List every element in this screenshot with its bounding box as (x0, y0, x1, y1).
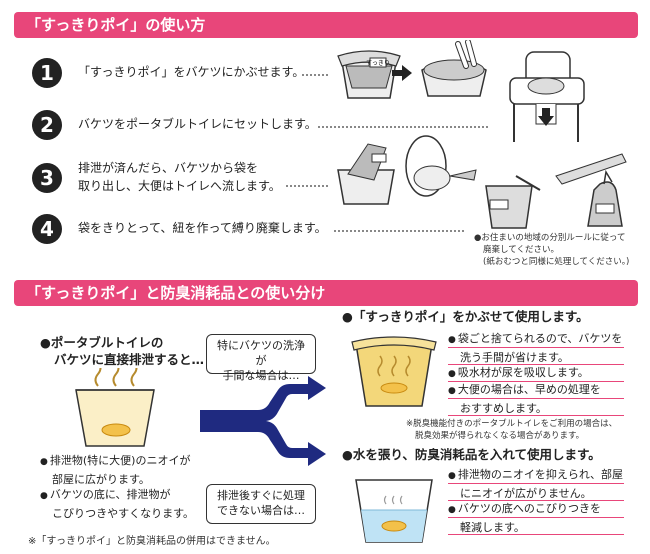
step-1-line-1: 「すっきりポイ」をバケツにかぶせます。 (78, 65, 305, 79)
flush-toilet-illustration (405, 135, 477, 197)
right-top-rule-1 (448, 347, 624, 348)
step-4-line-1: 袋をきりとって、紐を作って縛り廃棄します。 (78, 221, 327, 235)
step-1-dots (302, 74, 328, 76)
right-bottom-rule-3 (448, 517, 624, 518)
right-bottom-bullet-1-line-2: にニオイが広がりません。 (460, 487, 592, 500)
right-top-heading: ●「すっきりポイ」をかぶせて使用します。 (342, 309, 589, 324)
disposal-note: ●お住まいの地域の分別ルールに従って 廃棄してください。 (紙おむつと同様に処理… (474, 232, 629, 268)
right-top-bullet-3-line-2: おすすめします。 (460, 402, 547, 415)
left-bullet-2-line-1: バケツの底に、排泄物が (49, 488, 171, 501)
section-how-to-use-banner: 「すっきりポイ」の使い方 (14, 12, 638, 38)
deodorizer-note-line-1: ※脱臭機能付きのポータブルトイレをご利用の場合は、 (406, 419, 618, 429)
bucket-with-bag-illustration (351, 336, 437, 407)
disposal-note-line-2: 廃棄してください。 (483, 245, 559, 255)
left-bullet-2: バケツの底に、排泄物が こびりつきやすくなります。 (40, 486, 194, 522)
left-heading-line-2: バケツに直接排泄すると… (54, 352, 205, 367)
step-3-line-2: 取り出し、大便はトイレへ流します。 (78, 179, 281, 193)
right-top-rule-3 (448, 381, 624, 382)
right-top-bullet-3: 大便の場合は、早めの処理を おすすめします。 (448, 381, 601, 417)
split-arrow-icon (200, 376, 326, 466)
bucket-with-water-illustration (355, 479, 433, 543)
step-1-text: 「すっきりポイ」をバケツにかぶせます。 (78, 63, 304, 81)
deodorizer-note: ※脱臭機能付きのポータブルトイレをご利用の場合は、 脱臭効果が得られなくなる場合… (406, 418, 617, 442)
right-top-bullet-2: 吸水材が尿を吸収します。 (448, 364, 589, 383)
right-top-bullet-3-line-1: 大便の場合は、早めの処理を (457, 383, 601, 396)
step-1-number: 1 (32, 58, 62, 88)
right-bottom-bullet-2: バケツの底へのこびりつきを 軽減します。 (448, 500, 601, 536)
step-2-dots (318, 126, 488, 128)
section-comparison-banner: 「すっきりポイ」と防臭消耗品との使い分け (14, 280, 638, 306)
right-top-rule-2 (448, 364, 624, 365)
step-2-line-1: バケツをポータブルトイレにセットします。 (78, 117, 317, 131)
disposal-note-line-1: ●お住まいの地域の分別ルールに従って (474, 233, 626, 243)
portable-toilet-chair-illustration (509, 51, 585, 142)
step-4-number: 4 (32, 214, 62, 244)
callout-cannot-process-soon: 排泄後すぐに処理 できない場合は… (206, 484, 316, 524)
bag-on-bucket-illustration: すっきり (337, 50, 401, 99)
step-2-number: 2 (32, 110, 62, 140)
left-heading-line-1: ●ポータブルトイレの (40, 335, 164, 350)
right-top-bullet-1-line-2: 洗う手間が省けます。 (460, 351, 569, 364)
right-bottom-heading: ●水を張り、防臭消耗品を入れて使用します。 (342, 447, 601, 462)
callout-washing-hassle: 特にバケツの洗浄が 手間な場合は… (206, 334, 316, 382)
left-bullet-1-line-1: 排泄物(特に大便)のニオイが (49, 454, 191, 467)
right-top-rule-5 (448, 415, 624, 416)
footnote: ※「すっきりポイ」と防臭消耗品の併用はできません。 (28, 536, 276, 547)
right-bottom-bullet-2-line-2: 軽減します。 (460, 521, 525, 534)
step-3-dots (286, 185, 328, 187)
callout-bottom-line-1: 排泄後すぐに処理 (217, 489, 305, 502)
right-bottom-bullet-1: 排泄物のニオイを抑えられ、部屋 にニオイが広がりません。 (448, 466, 623, 502)
callout-bottom-line-2: できない場合は… (217, 504, 305, 517)
tied-bag-illustration (555, 153, 627, 227)
disposal-note-line-3: (紙おむつと同様に処理してください。) (483, 257, 630, 267)
bag-label: すっきり (366, 60, 390, 67)
right-top-bullet-1: 袋ごと捨てられるので、バケツを 洗う手間が省けます。 (448, 330, 622, 366)
bucket-direct-use-illustration (75, 368, 155, 447)
right-bottom-rule-4 (448, 534, 624, 535)
arrow-right-icon (392, 65, 412, 81)
step-2-text: バケツをポータブルトイレにセットします。 (78, 115, 317, 133)
hands-fitting-bag-illustration (421, 40, 487, 97)
step-4-dots (334, 230, 464, 232)
left-bullet-1-line-2: 部屋に広がります。 (52, 473, 150, 486)
step-3-line-1: 排泄が済んだら、バケツから袋を (78, 161, 259, 175)
bag-cutting-illustration (485, 175, 541, 229)
callout-top-line-1: 特にバケツの洗浄が (217, 339, 305, 367)
right-top-rule-4 (448, 398, 624, 399)
right-bottom-rule-1 (448, 483, 624, 484)
left-bullet-1: 排泄物(特に大便)のニオイが 部屋に広がります。 (40, 452, 190, 488)
right-top-bullet-1-line-1: 袋ごと捨てられるので、バケツを (457, 332, 623, 345)
left-heading: ●ポータブルトイレの バケツに直接排泄すると… (40, 334, 204, 368)
left-bullet-2-line-2: こびりつきやすくなります。 (52, 507, 195, 520)
right-bottom-rule-2 (448, 500, 624, 501)
right-bottom-bullet-1-line-1: 排泄物のニオイを抑えられ、部屋 (457, 468, 623, 481)
right-bottom-bullet-2-line-1: バケツの底へのこびりつきを (457, 502, 601, 515)
step-3-text: 排泄が済んだら、バケツから袋を 取り出し、大便はトイレへ流します。 (78, 159, 281, 195)
step-4-text: 袋をきりとって、紐を作って縛り廃棄します。 (78, 219, 327, 237)
deodorizer-note-line-2: 脱臭効果が得られなくなる場合があります。 (415, 431, 585, 441)
callout-top-line-2: 手間な場合は… (222, 369, 300, 382)
removing-bag-illustration (337, 143, 395, 205)
step-3-number: 3 (32, 163, 62, 193)
right-top-bullet-2-line-1: 吸水材が尿を吸収します。 (457, 366, 589, 379)
